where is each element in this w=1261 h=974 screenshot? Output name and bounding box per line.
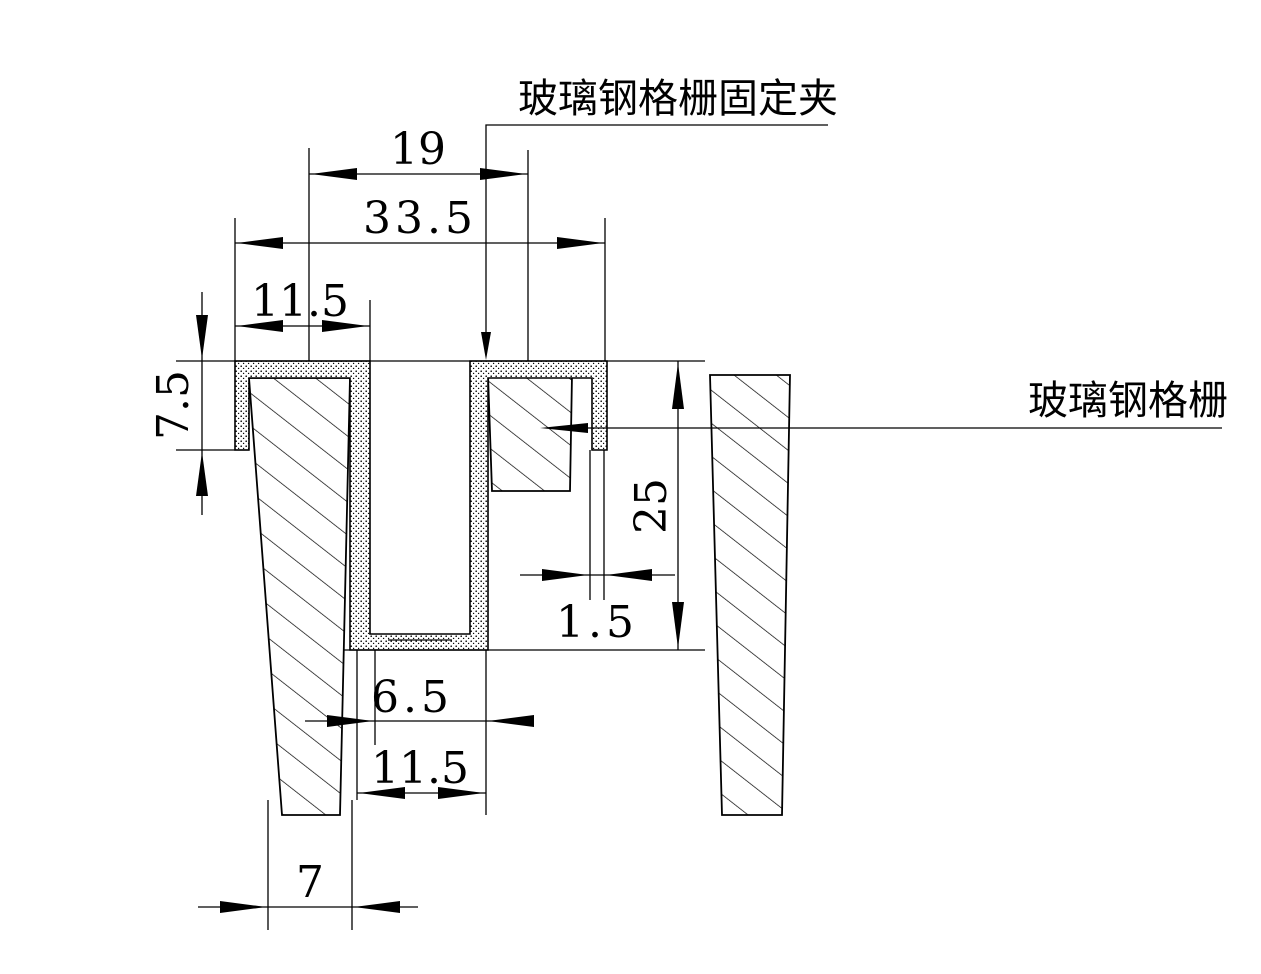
dim-11-5-bottom: 11.5 — [371, 743, 469, 794]
grating-bar-small — [487, 374, 573, 492]
clip-profile — [234, 360, 608, 651]
dim-33-5: 33.5 — [363, 193, 477, 244]
grating-bar-left — [248, 377, 351, 816]
dim-6-5: 6.5 — [371, 672, 453, 723]
grating-bar-right — [709, 374, 791, 816]
dim-7: 7 — [296, 857, 324, 908]
label-clip: 玻璃钢格栅固定夹 — [518, 76, 838, 122]
label-leaders — [485, 124, 1222, 429]
extension-lines — [176, 148, 705, 930]
dim-1-5: 1.5 — [556, 597, 638, 648]
label-grating: 玻璃钢格栅 — [1028, 378, 1228, 424]
clip-leader-arrow — [481, 332, 491, 360]
dim-25: 25 — [626, 478, 677, 534]
dim-19: 19 — [390, 124, 446, 175]
dim-11-5-top: 11.5 — [251, 276, 349, 327]
dimension-arrows — [196, 168, 684, 913]
grating-leader-arrow — [540, 423, 588, 433]
dim-7-5: 7.5 — [148, 370, 199, 440]
